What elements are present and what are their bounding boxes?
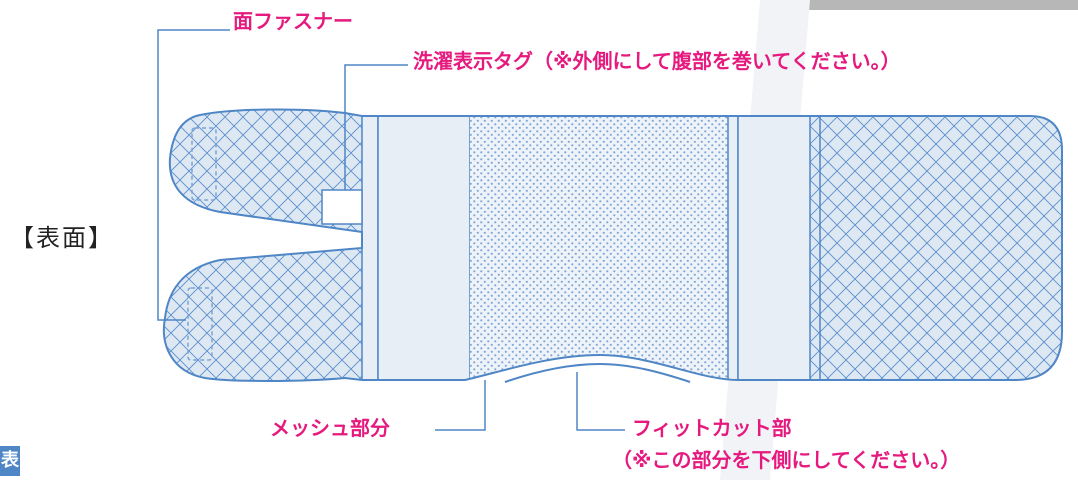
leader-lines	[157, 29, 625, 431]
corner-badge: 表	[0, 446, 20, 476]
label-mesh: メッシュ部分	[270, 416, 390, 440]
label-fit-cut-line1: フィットカット部	[632, 416, 792, 440]
fastener-patch-upper	[191, 127, 217, 201]
belt-body	[163, 109, 1063, 382]
leader-mesh	[435, 380, 486, 431]
fastener-patch-lower	[187, 287, 213, 361]
fit-cut-curve	[504, 362, 691, 383]
panel-left	[377, 109, 471, 382]
side-label: 【表面】	[10, 224, 114, 252]
panel-strip-right	[727, 109, 739, 382]
wash-tag	[321, 189, 363, 225]
label-fit-cut-line2: （※この部分を下側にしてください。）	[612, 448, 961, 472]
leader-wash-tag	[344, 64, 408, 190]
belt-outline	[163, 108, 1063, 382]
top-divider-bar	[776, 0, 1078, 10]
label-hook-fastener: 面ファスナー	[233, 9, 353, 33]
label-wash-tag: 洗濯表示タグ（※外側にして腹部を巻いてください。）	[413, 49, 901, 73]
leader-fastener	[157, 29, 230, 321]
panel-right	[737, 109, 811, 382]
leader-fit-cut	[576, 372, 625, 431]
panel-strip-left	[361, 109, 379, 382]
